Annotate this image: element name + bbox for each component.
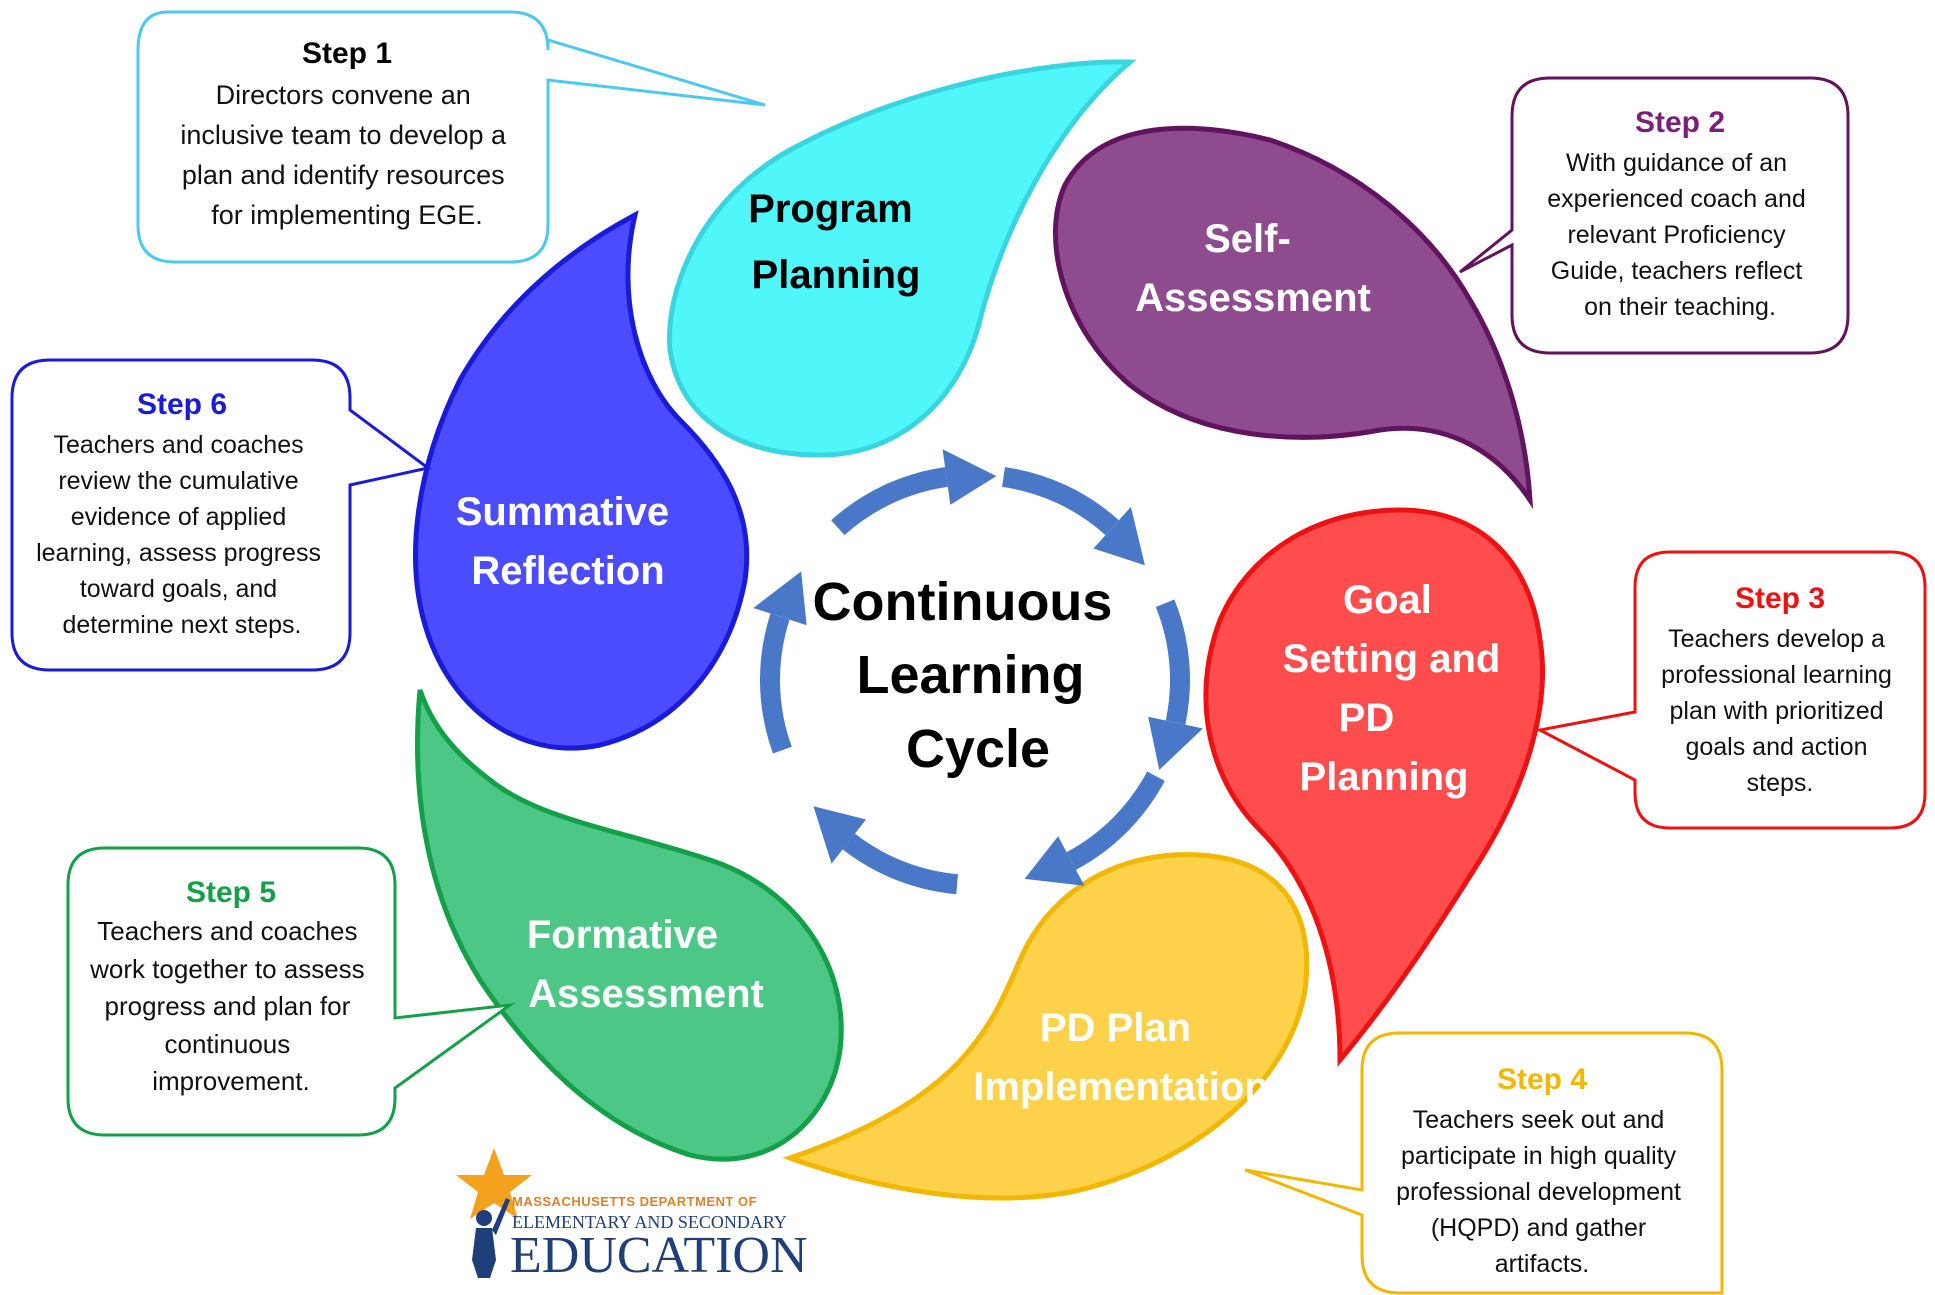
step-6-text: Teachers and coaches review the cumulati… xyxy=(36,431,328,639)
callout-step-2: Step 2 With guidance of an experienced c… xyxy=(1459,76,1850,355)
center-title: Continuous Learning Cycle xyxy=(813,572,1128,779)
logo-figure-head-icon xyxy=(476,1210,492,1226)
callout-step-3: Step 3 Teachers develop a professional l… xyxy=(1535,550,1927,830)
step-4-title: Step 4 xyxy=(1497,1063,1587,1096)
petal-program-planning xyxy=(667,59,1137,458)
cycle-arrow-body xyxy=(1002,467,1119,536)
step-2-text: With guidance of an experienced coach an… xyxy=(1547,149,1812,321)
step-6-title: Step 6 xyxy=(137,388,227,421)
logo-line-2: ELEMENTARY AND SECONDARY xyxy=(512,1212,787,1232)
label-formative-assessment: Formative Assessment xyxy=(527,913,764,1016)
cycle-arrow-head-icon xyxy=(942,449,997,505)
petal-pd-plan-implementation xyxy=(782,852,1310,1201)
logo-figure-body-icon xyxy=(472,1198,510,1278)
step-5-title: Step 5 xyxy=(186,876,276,909)
label-summative-reflection: Summative Reflection xyxy=(456,490,681,593)
step-1-text: Directors convene an inclusive team to d… xyxy=(180,80,513,230)
label-goal-setting: Goal Setting and PD Planning xyxy=(1283,578,1512,799)
step-2-title: Step 2 xyxy=(1635,106,1725,139)
cycle-arrow-head-icon xyxy=(753,571,807,626)
petal-self-assessment xyxy=(1052,125,1534,510)
cycle-arrow-body xyxy=(842,833,959,895)
cycle-arrow-head-icon xyxy=(1148,716,1203,770)
cycle-arrow-head-icon xyxy=(813,806,867,864)
step-3-title: Step 3 xyxy=(1735,582,1825,615)
cycle-arrow-body xyxy=(759,613,792,754)
cycle-arrow-body xyxy=(1155,599,1190,725)
cycle-arrow-head-icon xyxy=(1093,506,1145,566)
step-1-title: Step 1 xyxy=(302,37,392,70)
petals xyxy=(413,59,1545,1201)
callout-step-5: Step 5 Teachers and coaches work togethe… xyxy=(66,846,516,1137)
petal-summative-reflection xyxy=(413,210,750,751)
callout-step-4: Step 4 Teachers seek out and participate… xyxy=(1244,1031,1724,1295)
label-pd-plan-implementation: PD Plan Implementation xyxy=(973,1006,1269,1109)
callout-step-1: Step 1 Directors convene an inclusive te… xyxy=(136,10,766,264)
cycle-arrow-body xyxy=(1066,771,1165,870)
dese-logo: MASSACHUSETTS DEPARTMENT OF ELEMENTARY A… xyxy=(456,1148,808,1284)
step-3-text: Teachers develop a professional learning… xyxy=(1661,625,1899,797)
step-5-text: Teachers and coaches work together to as… xyxy=(89,916,372,1096)
petal-formative-assessment xyxy=(415,689,844,1162)
cycle-arrows xyxy=(753,449,1203,895)
petal-labels: Program Planning Self- Assessment Goal S… xyxy=(456,187,1512,1109)
step-4-text: Teachers seek out and participate in hig… xyxy=(1396,1106,1688,1278)
logo-star-icon xyxy=(456,1148,532,1219)
label-program-planning: Program Planning xyxy=(748,187,924,297)
cycle-arrow-head-icon xyxy=(1024,836,1085,886)
label-self-assessment: Self- Assessment xyxy=(1135,217,1371,320)
logo-line-1: MASSACHUSETTS DEPARTMENT OF xyxy=(512,1194,757,1209)
logo-line-3: EDUCATION xyxy=(510,1227,808,1284)
petal-goal-setting xyxy=(1203,507,1545,1067)
cycle-arrow-body xyxy=(831,467,948,536)
callout-step-6: Step 6 Teachers and coaches review the c… xyxy=(10,358,432,672)
